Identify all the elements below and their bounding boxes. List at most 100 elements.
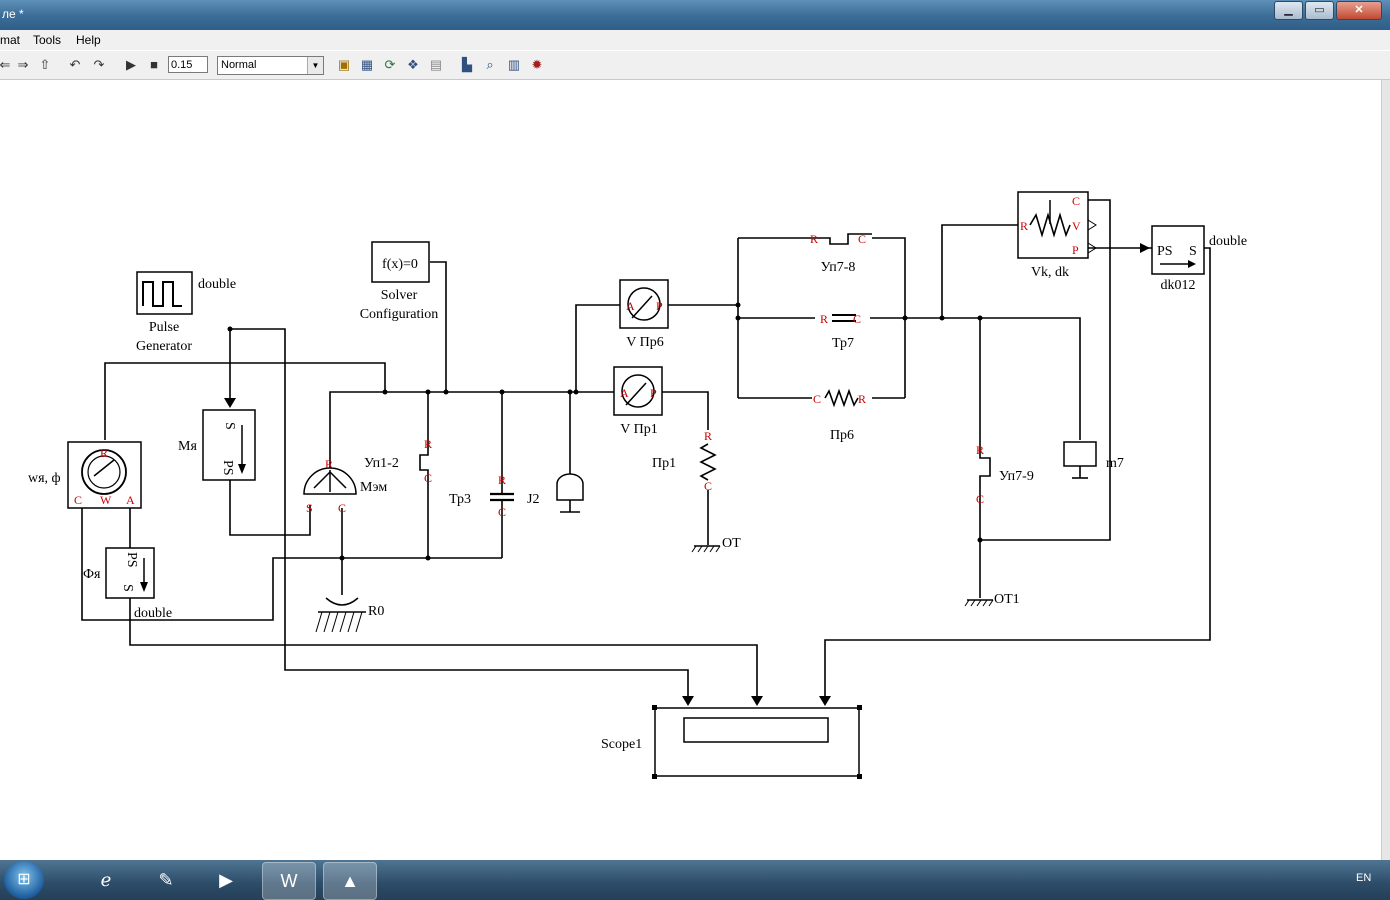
svg-text:S: S xyxy=(222,422,237,430)
library-icon[interactable]: ❖ xyxy=(407,57,419,72)
minimize-button[interactable]: ▁ xyxy=(1274,1,1303,20)
resistor-pr1[interactable]: R C Пр1 xyxy=(652,429,717,493)
model-canvas[interactable]: double Pulse Generator f(x)=0 Solver Con… xyxy=(0,80,1390,860)
connection-wires xyxy=(81,199,1211,700)
svg-text:R: R xyxy=(1020,219,1028,233)
up7-9-label: Уп7-9 xyxy=(999,469,1034,484)
ps-simulink-converter-dk012[interactable]: PS S double dk012 xyxy=(1151,225,1247,293)
mem-label: Мэм xyxy=(360,480,387,495)
chevron-down-icon[interactable]: ▼ xyxy=(307,57,323,74)
tr7-label: Тр7 xyxy=(832,336,854,351)
scope1-label: Scope1 xyxy=(601,737,642,752)
svg-text:R: R xyxy=(100,446,108,460)
pulse-generator-block[interactable]: double Pulse Generator xyxy=(136,271,236,354)
svg-text:A: A xyxy=(626,299,635,313)
inertia-j2[interactable]: J2 xyxy=(527,473,584,513)
solver-label-1: Solver xyxy=(381,288,418,303)
word-icon[interactable]: W xyxy=(262,862,316,900)
svg-text:A: A xyxy=(126,493,135,507)
undo-icon[interactable]: ↶ xyxy=(69,57,81,72)
svg-text:P: P xyxy=(1072,243,1079,257)
back-arrow-icon[interactable]: ⇐ xyxy=(0,57,11,72)
svg-text:S: S xyxy=(120,584,135,592)
build-icon[interactable]: ▣ xyxy=(337,57,351,72)
up1-2-label: Уп1-2 xyxy=(364,456,399,471)
vertical-scrollbar[interactable] xyxy=(1381,80,1390,860)
svg-text:C: C xyxy=(813,392,821,406)
switch-up7-8[interactable]: R C Уп7-8 xyxy=(805,232,872,275)
svg-text:PS: PS xyxy=(220,460,235,476)
close-button[interactable]: ✕ xyxy=(1336,1,1382,20)
redo-icon[interactable]: ↷ xyxy=(93,57,105,72)
ot-label: OT xyxy=(722,536,741,551)
pr1-label: Пр1 xyxy=(652,456,676,471)
svg-text:R: R xyxy=(858,392,866,406)
ground-ot1[interactable]: OT1 xyxy=(964,592,1020,607)
svg-text:R: R xyxy=(498,473,506,487)
svg-text:C: C xyxy=(858,232,866,246)
voltage-sensor-pr1[interactable]: A P V Пр1 xyxy=(613,366,663,437)
matlab-icon[interactable]: ▲ xyxy=(323,862,377,900)
run-icon[interactable]: ▶ xyxy=(126,57,136,72)
switch-up1-2[interactable]: R C Уп1-2 xyxy=(364,437,432,490)
mass-m7[interactable]: m7 xyxy=(1063,441,1124,479)
resistor-pr6[interactable]: C R Пр6 xyxy=(813,388,866,443)
model-explorer-icon[interactable]: ▙ xyxy=(462,57,472,72)
language-indicator[interactable]: EN xyxy=(1356,872,1372,884)
start-button[interactable]: ⊞ xyxy=(4,861,44,899)
model-properties-icon[interactable]: ▥ xyxy=(507,57,521,72)
ie-icon[interactable]: ℯ xyxy=(100,870,112,890)
update-diagram-icon[interactable]: ▦ xyxy=(360,57,374,72)
component-tr7[interactable]: R C Тр7 xyxy=(820,312,861,351)
debug-icon[interactable]: ▤ xyxy=(429,57,443,72)
dk012-label: dk012 xyxy=(1161,278,1196,293)
svg-text:C: C xyxy=(976,492,984,506)
wya-phi-label: wя, ф xyxy=(28,471,61,486)
solver-configuration-block[interactable]: f(x)=0 Solver Configuration xyxy=(360,241,439,322)
source-mem[interactable]: R S C Мэм xyxy=(303,457,387,515)
refresh-icon[interactable]: ⟳ xyxy=(384,57,396,72)
svg-text:PS: PS xyxy=(124,552,139,568)
forward-arrow-icon[interactable]: ⇒ xyxy=(17,57,29,72)
window-title: ле * xyxy=(2,7,24,21)
simulation-mode-select[interactable]: Normal ▼ xyxy=(217,56,324,75)
svg-text:V: V xyxy=(1072,219,1081,233)
menu-bar: mat Tools Help xyxy=(0,30,1390,50)
ground-ot[interactable]: OT xyxy=(691,536,741,553)
menu-format[interactable]: mat xyxy=(0,33,21,47)
scope1-block[interactable]: Scope1 xyxy=(601,705,862,779)
converter-mya[interactable]: S PS Мя xyxy=(178,409,256,481)
simulation-mode-value: Normal xyxy=(221,59,257,71)
r0-label: R0 xyxy=(368,604,384,619)
stop-icon[interactable]: ■ xyxy=(150,57,158,72)
variable-resistor-vk-dk[interactable]: R C V P Vk, dk xyxy=(1017,191,1097,280)
menu-tools[interactable]: Tools xyxy=(33,33,62,47)
rotational-reference-r0[interactable]: R0 xyxy=(315,597,384,633)
up-arrow-icon[interactable]: ⇧ xyxy=(39,57,51,72)
svg-text:R: R xyxy=(810,232,818,246)
menu-help[interactable]: Help xyxy=(76,33,101,47)
motor-sensor-wya-phi[interactable]: R C W A wя, ф xyxy=(28,441,142,509)
pr6-label: Пр6 xyxy=(830,428,854,443)
pulse-generator-label-2: Generator xyxy=(136,339,192,354)
up7-8-label: Уп7-8 xyxy=(821,260,856,275)
svg-text:P: P xyxy=(656,299,663,313)
v-pr1-label: V Пр1 xyxy=(620,422,657,437)
zoom-icon[interactable]: ⌕ xyxy=(486,57,494,72)
svg-text:C: C xyxy=(338,501,346,515)
converter-fya[interactable]: PS S Фя double xyxy=(83,547,172,621)
media-player-icon[interactable]: ▶ xyxy=(219,870,233,890)
capacitor-tr3[interactable]: R C Тр3 xyxy=(449,470,514,520)
debugger-icon[interactable]: ✹ xyxy=(531,57,543,72)
stop-time-input[interactable]: 0.15 xyxy=(168,56,208,73)
svg-text:C: C xyxy=(424,471,432,485)
svg-text:PS: PS xyxy=(1157,244,1173,259)
paint-icon[interactable]: ✎ xyxy=(158,870,174,890)
voltage-sensor-pr6[interactable]: A P V Пр6 xyxy=(619,279,669,350)
switch-up7-9[interactable]: R C Уп7-9 xyxy=(976,440,1034,510)
svg-text:R: R xyxy=(820,312,828,326)
maximize-button[interactable]: ▭ xyxy=(1305,1,1334,20)
svg-text:C: C xyxy=(704,479,712,493)
pulse-output-label: double xyxy=(198,277,236,292)
scope-input-arrows xyxy=(224,243,1150,706)
